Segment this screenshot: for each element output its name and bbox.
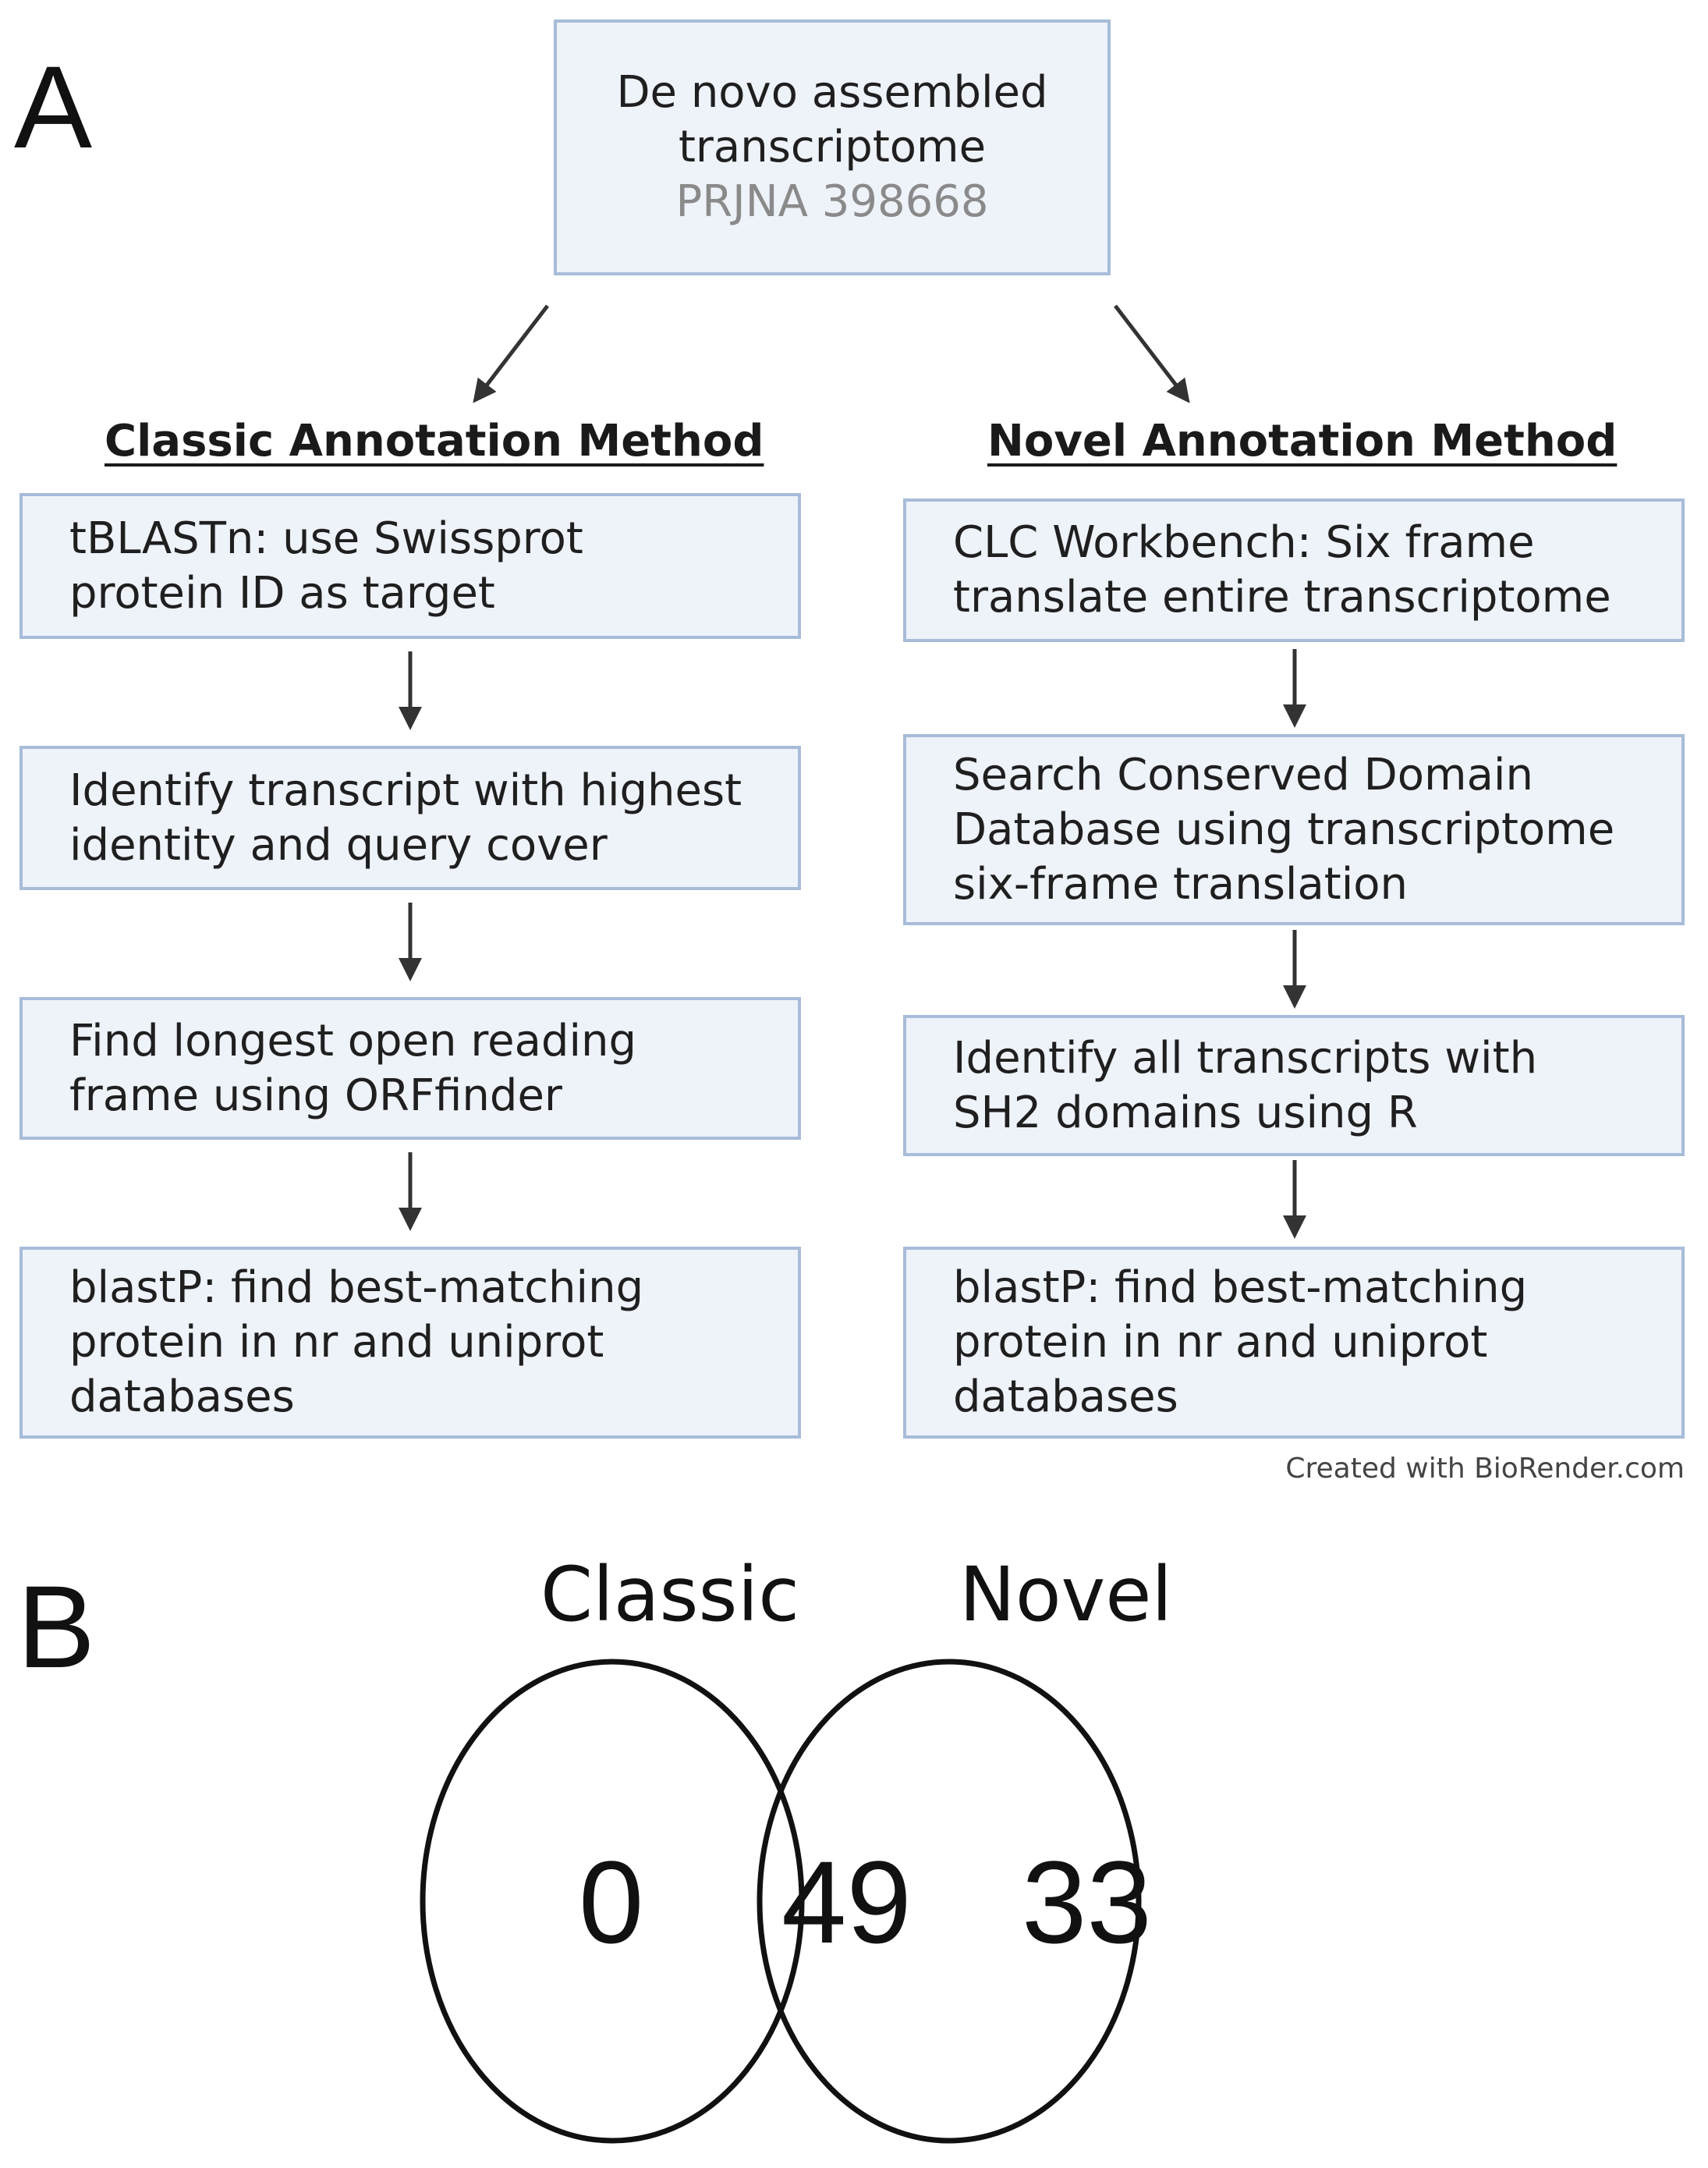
panel-a-label: A <box>14 41 93 172</box>
novel-step-2: Search Conserved Domain Database using t… <box>903 734 1685 925</box>
classic-step-3-line-1: Find longest open reading <box>69 1015 637 1066</box>
venn-novel-only-count: 33 <box>1022 1836 1152 1968</box>
novel-method-title: Novel Annotation Method <box>987 416 1618 467</box>
classic-step-2-line-1: Identify transcript with highest <box>69 765 742 816</box>
novel-step-2-line-3: six-frame translation <box>953 858 1409 910</box>
novel-step-3: Identify all transcripts with SH2 domain… <box>903 1015 1685 1156</box>
novel-step-4-line-1: blastP: find best-matching <box>953 1262 1528 1313</box>
classic-step-4-line-2: protein in nr and uniprot <box>69 1317 604 1368</box>
flow-arrows <box>399 304 1306 1239</box>
classic-step-2: Identify transcript with highest identit… <box>19 746 801 890</box>
source-line-1: De novo assembled <box>616 67 1048 118</box>
novel-step-1-line-2: translate entire transcriptome <box>953 572 1611 623</box>
arrow-to-classic <box>473 304 549 403</box>
source-box: De novo assembled transcriptome PRJNA 39… <box>554 20 1111 275</box>
arrow-to-novel <box>1114 304 1190 403</box>
novel-step-2-line-1: Search Conserved Domain <box>953 749 1533 800</box>
novel-step-1-line-1: CLC Workbench: Six frame <box>953 517 1535 568</box>
novel-step-4-line-2: protein in nr and uniprot <box>953 1317 1488 1368</box>
classic-step-4-line-1: blastP: find best-matching <box>69 1262 644 1313</box>
classic-step-2-line-2: identity and query cover <box>69 819 608 871</box>
novel-step-3-line-2: SH2 domains using R <box>953 1087 1418 1138</box>
venn-overlap-count: 49 <box>781 1836 912 1968</box>
classic-step-1: tBLASTn: use Swissprot protein ID as tar… <box>19 493 801 639</box>
source-accession: PRJNA 398668 <box>675 176 989 227</box>
venn-classic-only-count: 0 <box>579 1836 644 1968</box>
classic-step-3-line-2: frame using ORFfinder <box>69 1070 562 1121</box>
classic-step-4-line-3: databases <box>69 1371 295 1422</box>
novel-step-2-line-2: Database using transcriptome <box>953 804 1615 855</box>
classic-step-1-line-2: protein ID as target <box>69 567 495 619</box>
venn-label-novel: Novel <box>959 1551 1173 1638</box>
biorender-credit: Created with BioRender.com <box>1285 1453 1685 1485</box>
source-line-2: transcriptome <box>678 122 987 172</box>
venn-label-classic: Classic <box>540 1551 800 1638</box>
classic-step-3: Find longest open reading frame using OR… <box>19 997 801 1140</box>
novel-step-1: CLC Workbench: Six frame translate entir… <box>903 499 1685 642</box>
classic-step-4: blastP: find best-matching protein in nr… <box>19 1247 801 1439</box>
panel-b-label: B <box>17 1561 96 1692</box>
classic-step-1-line-1: tBLASTn: use Swissprot <box>69 513 583 564</box>
novel-step-4: blastP: find best-matching protein in nr… <box>903 1247 1685 1439</box>
novel-step-4-line-3: databases <box>953 1371 1178 1422</box>
classic-method-title: Classic Annotation Method <box>105 416 764 467</box>
novel-step-3-line-1: Identify all transcripts with <box>953 1032 1538 1084</box>
